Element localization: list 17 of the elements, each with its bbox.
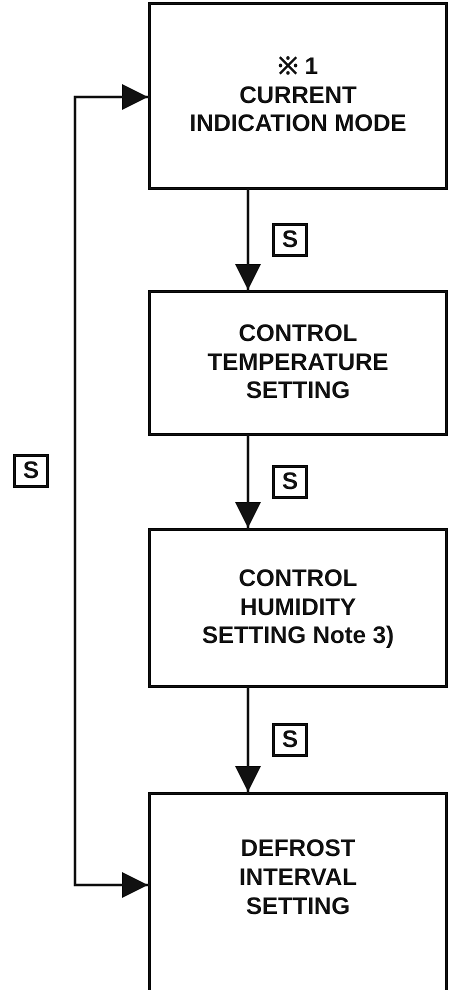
box-text: ※ 1 — [278, 52, 318, 82]
box-text: DEFROST INTERVAL SETTING — [238, 835, 358, 922]
box-text: CONTROL HUMIDITY SETTING Note 3) — [200, 564, 395, 652]
edge-label: S — [272, 465, 308, 499]
box-text: CURRENT INDICATION MODE — [188, 82, 408, 140]
process-box — [148, 792, 448, 990]
edge-label: S — [13, 454, 49, 488]
box-text: CONTROL TEMPERATURE SETTING — [206, 320, 390, 406]
edge-label: S — [272, 223, 308, 257]
process-box — [148, 290, 448, 436]
edge-label: S — [272, 723, 308, 757]
arrow — [235, 190, 261, 290]
process-box — [148, 528, 448, 688]
arrow — [74, 84, 148, 898]
arrow — [235, 688, 261, 792]
process-box — [148, 2, 448, 190]
arrow — [235, 436, 261, 528]
